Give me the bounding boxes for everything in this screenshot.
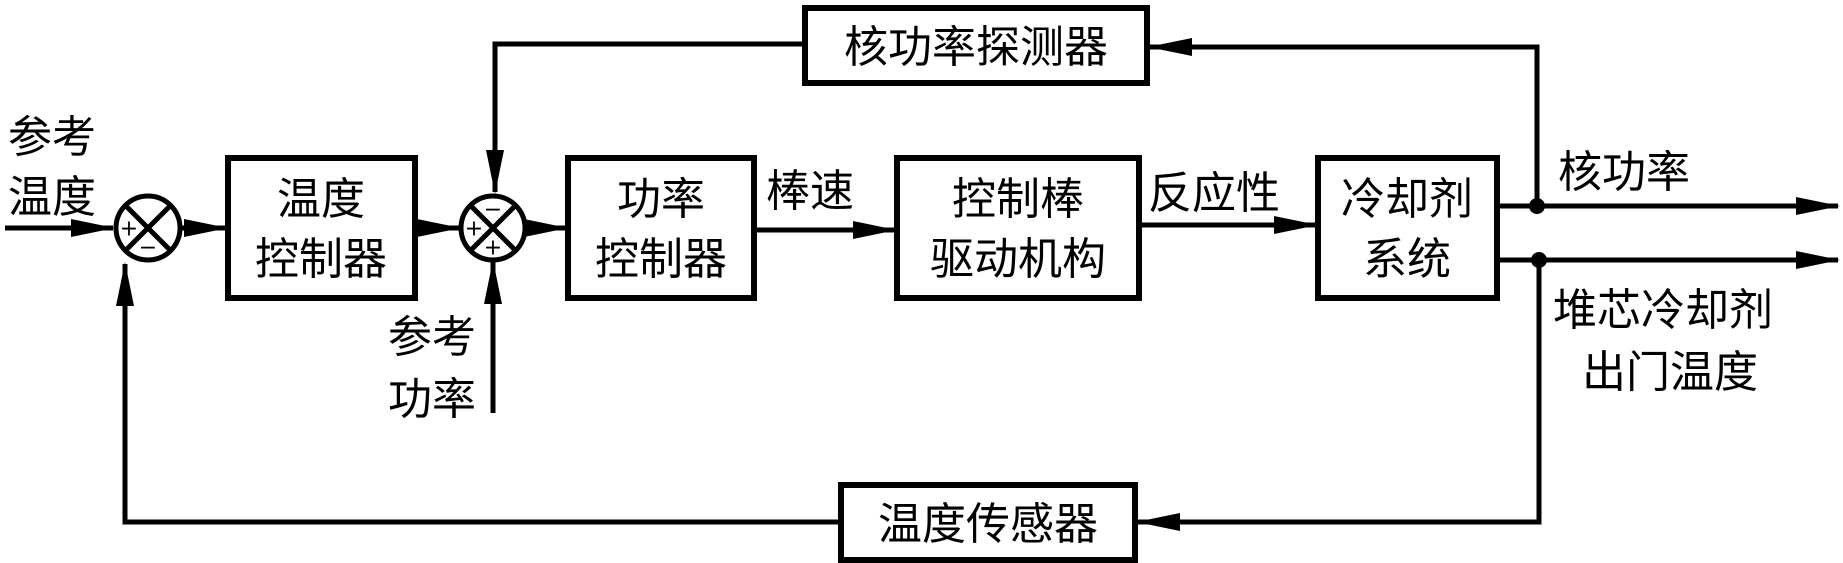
rod-speed-label: 棒速 [766, 166, 854, 217]
junction-dot-power [1529, 198, 1545, 214]
coolant-system-line2: 系统 [1363, 234, 1451, 285]
block-power-detector: 核功率探测器 [802, 5, 1150, 86]
sum1-sign-left: + [120, 217, 138, 242]
temp-controller-line1: 温度 [277, 174, 365, 225]
block-rod-drive: 控制棒 驱动机构 [894, 155, 1142, 301]
ref-power-label-line2: 功率 [388, 374, 476, 425]
wire-temp-feedback-right [1136, 260, 1542, 531]
wire-power-feedback-right [1148, 37, 1540, 206]
wire-temp-feedback-left [116, 262, 841, 525]
outlet-temp-label-line1: 堆芯冷却剂 [1553, 285, 1773, 336]
outlet-temp-label-line2: 出门温度 [1582, 347, 1758, 398]
power-controller-line2: 控制器 [595, 234, 727, 285]
block-coolant-system: 冷却剂 系统 [1315, 155, 1500, 301]
rod-drive-line1: 控制棒 [952, 174, 1084, 225]
rod-drive-line2: 驱动机构 [930, 234, 1106, 285]
block-temp-sensor: 温度传感器 [838, 482, 1138, 563]
nuclear-power-label: 核功率 [1558, 147, 1690, 198]
ref-temp-label-line2: 温度 [8, 172, 96, 223]
ref-temp-label-line1: 参考 [8, 112, 96, 163]
block-power-controller: 功率 控制器 [565, 155, 757, 301]
block-temp-controller: 温度 控制器 [225, 155, 418, 301]
signal-wires [5, 37, 1840, 531]
sum1-sign-bottom: − [139, 236, 157, 261]
power-detector-label: 核功率探测器 [844, 22, 1108, 73]
temp-controller-line2: 控制器 [255, 234, 387, 285]
power-controller-line1: 功率 [617, 174, 705, 225]
reactivity-label: 反应性 [1148, 168, 1280, 219]
coolant-system-line1: 冷却剂 [1341, 174, 1473, 225]
temp-sensor-label: 温度传感器 [878, 499, 1098, 550]
wire-power-feedback-left [486, 41, 805, 194]
sum2-sign-top: − [484, 198, 502, 223]
sum2-sign-left: + [465, 217, 483, 242]
ref-power-label-line1: 参考 [388, 312, 476, 363]
summing-junction-2: + − + [458, 193, 528, 263]
junction-dot-temp [1531, 252, 1547, 268]
sum2-sign-bottom: + [484, 236, 502, 261]
summing-junction-1: + − [113, 193, 183, 263]
